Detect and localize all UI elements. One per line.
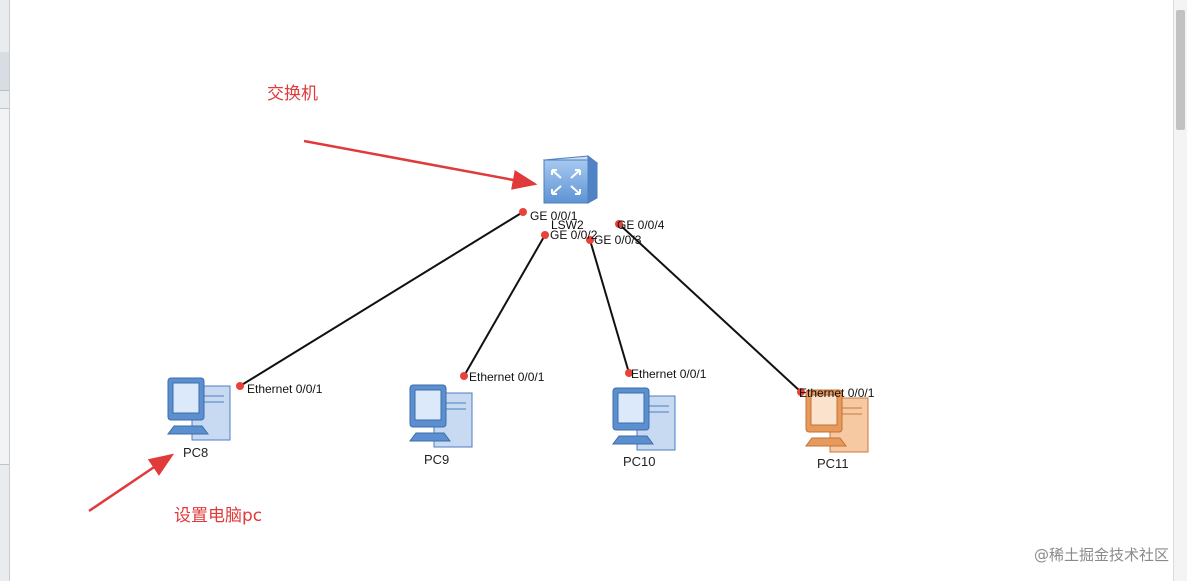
left-panel-list[interactable] [0,108,9,465]
pc8-name-label: PC8 [183,445,208,460]
switch-port-label-pc8: GE 0/0/1 [530,209,578,223]
port-dot [519,208,527,216]
switch-lsw2[interactable]: LSW2 [542,154,599,232]
pc9-port-label: Ethernet 0/0/1 [469,370,545,384]
link-pc11[interactable] [618,223,802,393]
link-pc8[interactable] [239,211,524,387]
port-dot [586,236,594,244]
port-dot [541,231,549,239]
watermark: @稀土掘金技术社区 [1033,546,1169,564]
switch-ports: GE 0/0/1 GE 0/0/2 GE 0/0/3 GE 0/0/4 [519,208,665,247]
switch-name-label: LSW2 [551,218,584,232]
port-dot [797,388,805,396]
left-panel-tab[interactable] [0,52,9,91]
switch-port-label-pc9: GE 0/0/2 [550,228,598,242]
pc-node-pc9[interactable]: Ethernet 0/0/1 PC9 [409,370,545,467]
pc10-port-label: Ethernet 0/0/1 [631,367,707,381]
switch-annotation-label: 交换机 [267,84,318,104]
pc11-port-label: Ethernet 0/0/1 [799,386,875,400]
pc11-name-label: PC11 [817,456,849,471]
pc10-name-label: PC10 [623,454,656,469]
switch-port-label-pc11: GE 0/0/4 [617,218,665,232]
port-dot [615,220,623,228]
link-pc10[interactable] [589,239,630,374]
desktop-computer-icon [409,384,473,448]
annotations: 交换机 设置电脑pc [88,84,538,526]
scrollbar-thumb[interactable] [1176,10,1185,130]
pc-node-pc8[interactable]: Ethernet 0/0/1 PC8 [167,377,323,460]
pc-annotation-arrow [88,453,175,513]
pc-node-pc10[interactable]: Ethernet 0/0/1 PC10 [612,367,707,469]
pc-node-pc11[interactable]: Ethernet 0/0/1 PC11 [797,386,875,471]
link-pc9[interactable] [463,234,546,377]
port-dot [625,369,633,377]
desktop-computer-icon [167,377,231,441]
vertical-scrollbar[interactable] [1173,0,1187,581]
switch-annotation-arrow [303,139,538,190]
left-panel-edge [0,0,10,581]
network-switch-icon [542,154,599,204]
port-dot [236,382,244,390]
pc9-name-label: PC9 [424,452,449,467]
pc-annotation-label: 设置电脑pc [174,506,262,526]
pc8-port-label: Ethernet 0/0/1 [247,382,323,396]
links [239,211,802,393]
switch-port-label-pc10: GE 0/0/3 [594,233,642,247]
desktop-computer-icon [805,389,869,453]
port-dot [460,372,468,380]
desktop-computer-icon [612,387,676,451]
